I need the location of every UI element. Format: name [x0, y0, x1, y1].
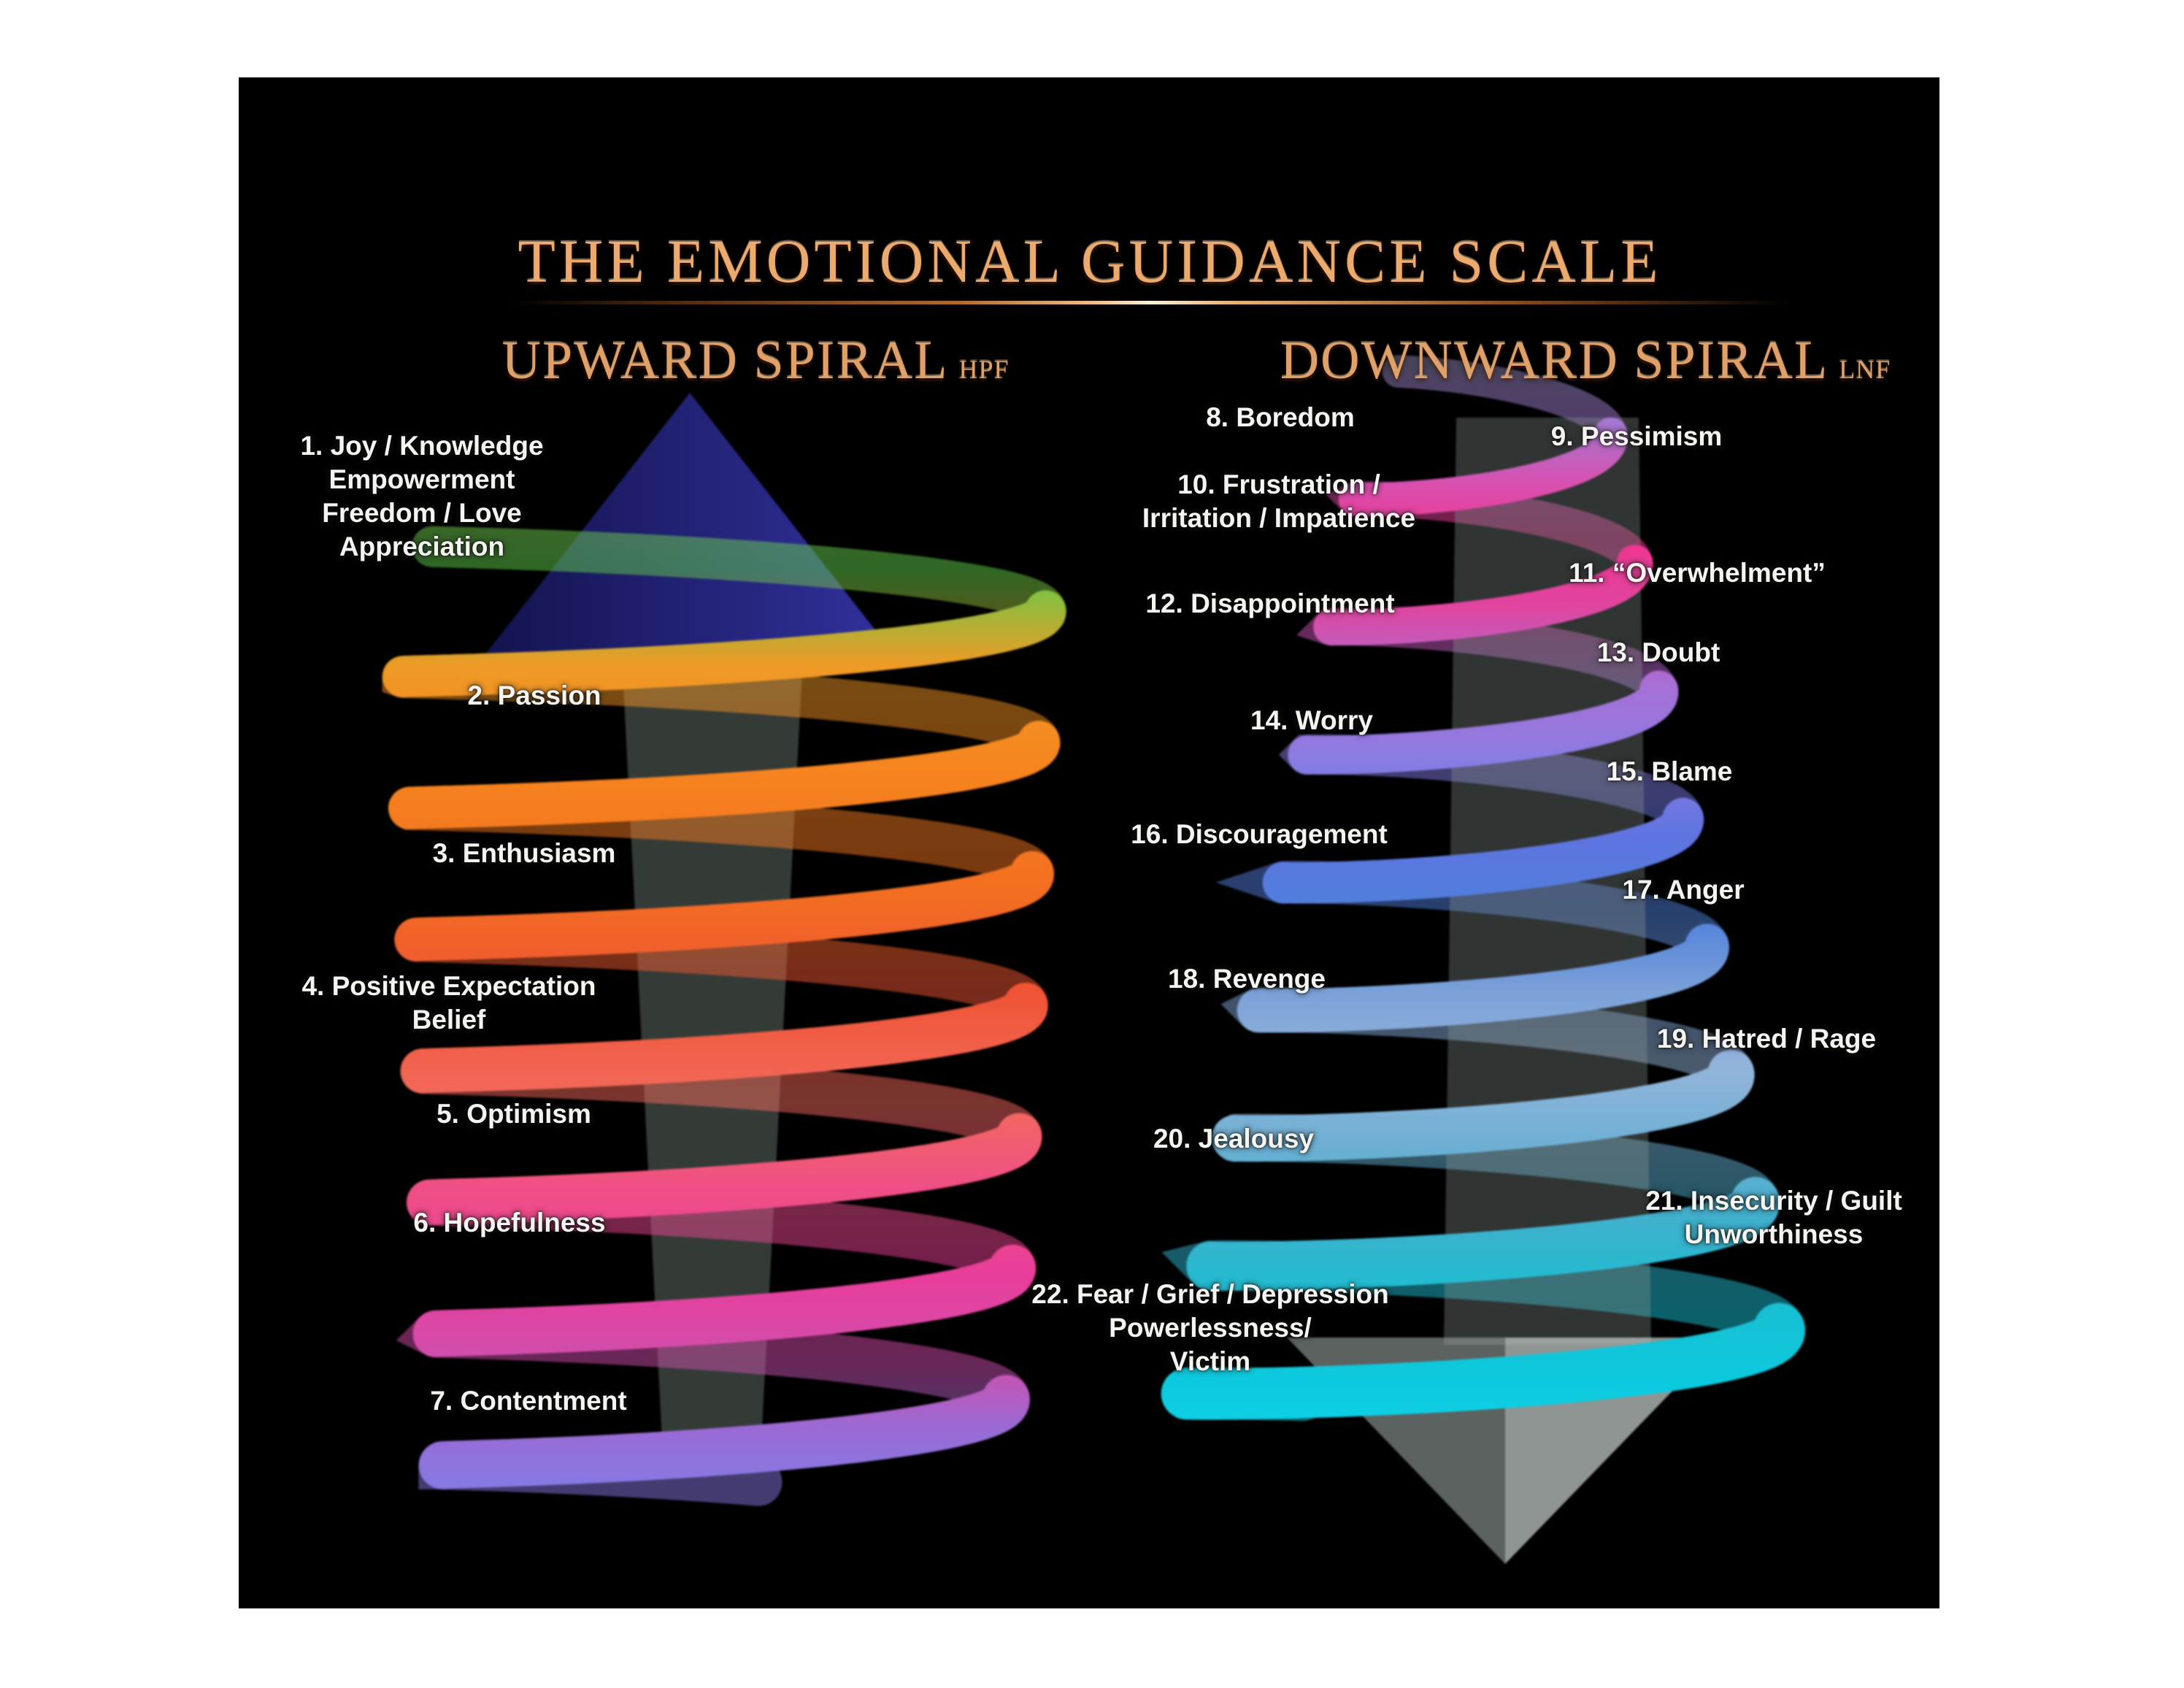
emotion-label-2: 2. Passion [467, 679, 601, 713]
emotion-label-6: 6. Hopefulness [413, 1206, 605, 1240]
emotion-label-16: 16. Discouragement [1131, 818, 1388, 851]
emotion-label-18: 18. Revenge [1168, 962, 1326, 996]
emotion-label-17: 17. Anger [1622, 873, 1744, 907]
emotion-label-line: 11. “Overwhelment” [1569, 558, 1826, 588]
emotion-label-line: Victim [1169, 1346, 1251, 1376]
title-divider [511, 301, 1788, 304]
downward-heading-text: DOWNWARD SPIRAL [1280, 331, 1829, 391]
emotion-label-line: 8. Boredom [1206, 402, 1355, 432]
emotion-label-9: 9. Pessimism [1551, 420, 1722, 453]
emotion-label-line: Unworthiness [1684, 1219, 1864, 1249]
emotion-label-12: 12. Disappointment [1145, 587, 1394, 621]
downward-spiral-heading: DOWNWARD SPIRAL LNF [1280, 330, 1891, 392]
emotion-label-8: 8. Boredom [1206, 401, 1355, 434]
emotion-label-line: 18. Revenge [1168, 964, 1326, 994]
emotion-label-13: 13. Doubt [1597, 636, 1720, 670]
emotion-label-line: 9. Pessimism [1550, 421, 1723, 451]
emotion-label-line: 13. Doubt [1596, 637, 1720, 667]
emotion-label-line: 5. Optimism [437, 1099, 591, 1129]
emotion-label-line: 3. Enthusiasm [432, 838, 616, 868]
emotion-label-19: 19. Hatred / Rage [1657, 1022, 1876, 1056]
upward-spiral-heading: UPWARD SPIRAL HPF [502, 330, 1010, 392]
hpf-tag: HPF [958, 355, 1010, 384]
emotion-label-line: Empowerment [328, 464, 515, 494]
emotion-label-line: Freedom / Love [322, 498, 522, 528]
emotion-label-line: 12. Disappointment [1145, 588, 1395, 618]
emotion-label-line: 4. Positive Expectation [301, 971, 596, 1001]
emotion-label-line: 21. Insecurity / Guilt [1645, 1186, 1902, 1216]
emotion-label-5: 5. Optimism [437, 1097, 591, 1131]
emotion-label-line: 20. Jealousy [1153, 1124, 1315, 1154]
emotion-label-line: Belief [412, 1005, 486, 1035]
emotion-label-15: 15. Blame [1607, 755, 1733, 789]
upward-heading-text: UPWARD SPIRAL [501, 331, 949, 391]
emotion-label-line: Powerlessness/ [1109, 1313, 1312, 1343]
emotion-label-line: 2. Passion [467, 680, 601, 710]
emotion-label-20: 20. Jealousy [1153, 1122, 1314, 1156]
upward-spiral-graphic [382, 393, 1066, 1506]
emotion-label-line: 16. Discouragement [1131, 819, 1388, 849]
up-arrow-head [480, 393, 899, 661]
emotion-label-line: 7. Contentment [430, 1386, 627, 1416]
emotion-label-line: Irritation / Impatience [1142, 503, 1416, 533]
emotion-label-line: 15. Blame [1606, 756, 1733, 786]
page-title: THE EMOTIONAL GUIDANCE SCALE [518, 228, 1662, 296]
emotion-label-14: 14. Worry [1250, 704, 1373, 737]
emotion-label-line: 10. Frustration / [1177, 469, 1380, 499]
emotion-label-line: 14. Worry [1250, 705, 1373, 735]
emotion-label-line: 17. Anger [1622, 875, 1745, 905]
emotion-label-11: 11. “Overwhelment” [1569, 556, 1826, 590]
emotion-label-3: 3. Enthusiasm [433, 837, 616, 870]
emotion-label-10: 10. Frustration / Irritation / Impatience [1142, 468, 1415, 535]
emotion-label-line: Appreciation [339, 532, 505, 561]
emotion-label-line: 6. Hopefulness [413, 1208, 606, 1238]
emotion-label-line: 19. Hatred / Rage [1656, 1024, 1877, 1054]
lnf-tag: LNF [1839, 355, 1891, 384]
emotion-label-7: 7. Contentment [430, 1384, 626, 1418]
downward-spiral-graphic [1161, 355, 1806, 1564]
emotion-label-line: 1. Joy / Knowledge [300, 431, 544, 461]
emotion-label-line: 22. Fear / Grief / Depression [1031, 1279, 1389, 1309]
